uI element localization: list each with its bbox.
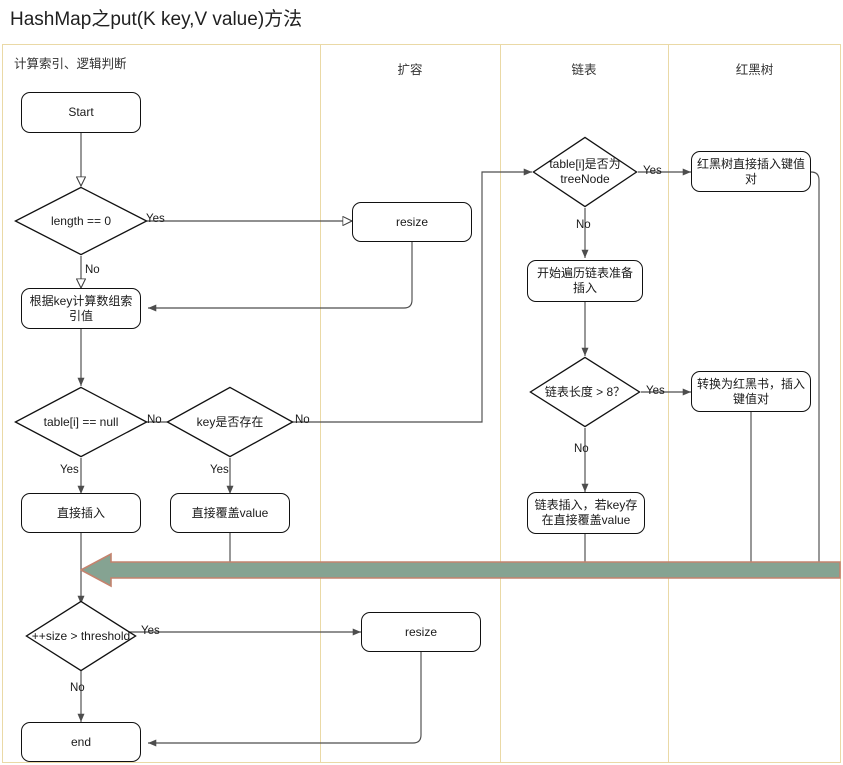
node-rb-insert[interactable]: 红黑树直接插入键值对	[691, 151, 811, 192]
edge-label-key-exists-no: No	[295, 414, 310, 426]
node-direct-insert-label: 直接插入	[56, 505, 105, 520]
edge-label-is-treenode-no: No	[576, 219, 591, 231]
node-rb-convert[interactable]: 转换为红黑书，插入键值对	[691, 371, 811, 412]
node-key-exists[interactable]: key是否存在	[166, 386, 294, 458]
node-end-label: end	[70, 734, 92, 749]
node-length-zero[interactable]: length == 0	[14, 186, 148, 256]
lane-divider-3	[668, 44, 669, 763]
lane-title-list: 链表	[571, 63, 597, 77]
edge-label-list-len-8-yes: Yes	[646, 385, 665, 397]
node-start-label: Start	[68, 105, 94, 119]
node-traverse-list-label: 开始遍历链表准备插入	[536, 266, 633, 295]
merge-flow-arrow	[80, 552, 841, 588]
node-calc-index[interactable]: 根据key计算数组索引值	[21, 288, 141, 329]
node-table-i-null[interactable]: table[i] == null	[14, 386, 148, 458]
node-direct-insert[interactable]: 直接插入	[21, 493, 141, 533]
node-traverse-list[interactable]: 开始遍历链表准备插入	[527, 260, 643, 302]
node-resize-top-label: resize	[395, 214, 428, 229]
edge-label-is-treenode-yes: Yes	[643, 165, 662, 177]
lane-divider-2	[500, 44, 501, 763]
node-size-threshold[interactable]: ++size > threshold	[25, 600, 137, 672]
edge-label-length-zero-no: No	[85, 264, 100, 276]
node-resize-bottom-label: resize	[404, 624, 437, 639]
edge-label-table-i-null-yes: Yes	[60, 464, 79, 476]
edge-label-list-len-8-no: No	[574, 443, 589, 455]
node-resize-top[interactable]: resize	[352, 202, 472, 242]
page-title: HashMap之put(K key,V value)方法	[10, 9, 303, 30]
edge-label-size-threshold-yes: Yes	[141, 625, 160, 637]
node-is-treenode[interactable]: table[i]是否为treeNode	[532, 136, 638, 208]
node-rb-insert-label: 红黑树直接插入键值对	[697, 156, 806, 186]
edge-label-length-zero-yes: Yes	[146, 213, 165, 225]
lane-title-rbtree: 红黑树	[735, 63, 774, 77]
edge-label-key-exists-yes: Yes	[210, 464, 229, 476]
node-start[interactable]: Start	[21, 92, 141, 133]
lane-title-compute: 计算索引、逻辑判断	[14, 57, 127, 71]
node-list-len-8[interactable]: 链表长度 > 8？	[529, 356, 641, 428]
lane-divider-1	[320, 44, 321, 763]
node-end[interactable]: end	[21, 722, 141, 762]
edge-label-table-i-null-no: No	[147, 414, 162, 426]
node-list-insert[interactable]: 链表插入，若key存在直接覆盖value	[527, 492, 645, 534]
edge-label-size-threshold-no: No	[70, 682, 85, 694]
node-calc-index-label: 根据key计算数组索引值	[29, 293, 133, 323]
lane-title-resize: 扩容	[397, 63, 423, 77]
node-list-insert-label: 链表插入，若key存在直接覆盖value	[534, 498, 638, 527]
node-direct-override-label: 直接覆盖value	[191, 505, 269, 520]
node-resize-bottom[interactable]: resize	[361, 612, 481, 652]
node-rb-convert-label: 转换为红黑书，插入键值对	[697, 376, 806, 406]
node-direct-override[interactable]: 直接覆盖value	[170, 493, 290, 533]
